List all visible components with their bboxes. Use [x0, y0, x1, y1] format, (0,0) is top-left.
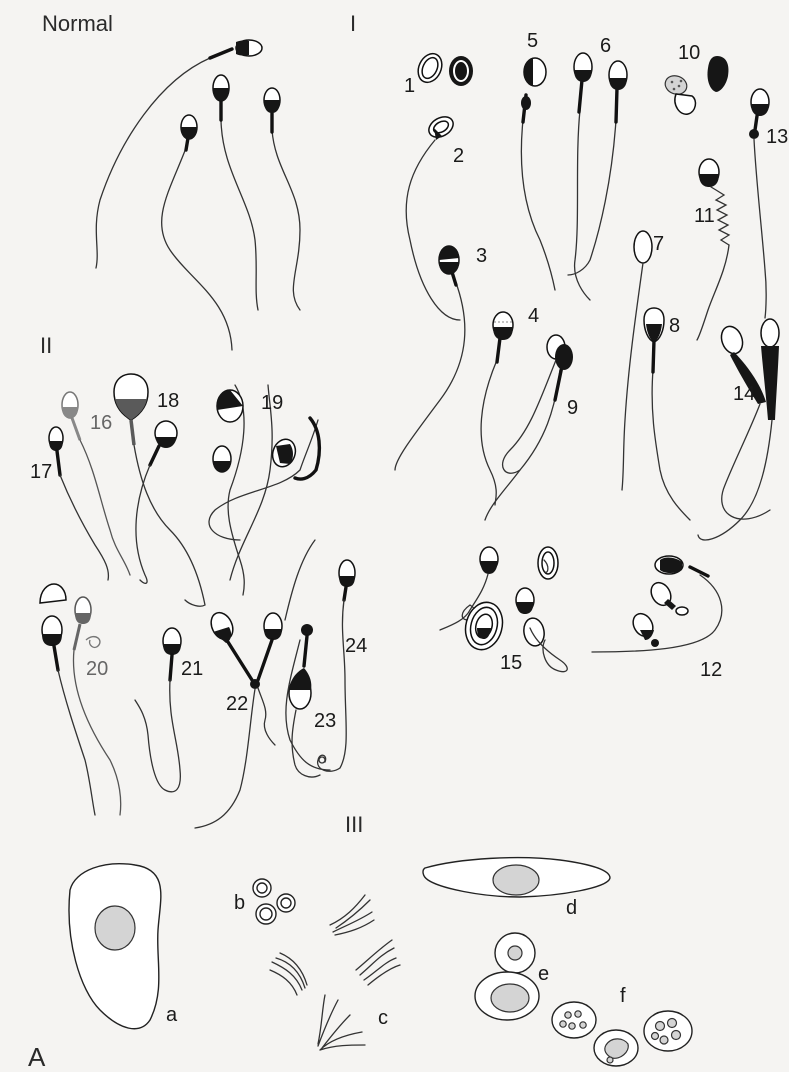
label-10: 10: [678, 42, 700, 64]
item-3: [395, 246, 465, 470]
label-e: e: [538, 963, 549, 985]
label-2: 2: [453, 145, 464, 167]
group-2-abnormalities: [40, 374, 355, 828]
label-f: f: [620, 985, 626, 1007]
item-1: [414, 50, 473, 86]
item-23: [289, 624, 320, 777]
label-8: 8: [669, 315, 680, 337]
label-22: 22: [226, 693, 248, 715]
item-b-cells: [253, 879, 295, 924]
label-3: 3: [476, 245, 487, 267]
section-normal-label: Normal: [42, 11, 113, 36]
item-4: [481, 312, 513, 505]
label-5: 5: [527, 30, 538, 52]
label-6: 6: [600, 35, 611, 57]
label-4: 4: [528, 305, 539, 327]
stray-tail: [285, 540, 315, 620]
label-13: 13: [766, 126, 788, 148]
item-e-cells: [475, 933, 539, 1020]
item-11: [697, 159, 729, 340]
section-2-label: II: [40, 333, 52, 358]
label-1: 1: [404, 75, 415, 97]
item-f-cells: [552, 1002, 692, 1066]
label-15: 15: [500, 652, 522, 674]
item-19: [209, 385, 319, 595]
item-2: [406, 113, 460, 320]
item-17: [49, 427, 108, 580]
item-20: [40, 584, 121, 815]
section-1-label: I: [350, 11, 356, 36]
label-12: 12: [700, 659, 722, 681]
label-17: 17: [30, 461, 52, 483]
section-3-label: III: [345, 812, 363, 837]
label-9: 9: [567, 397, 578, 419]
label-24: 24: [345, 635, 367, 657]
item-6: [568, 53, 627, 300]
item-10: [663, 56, 729, 114]
label-21: 21: [181, 658, 203, 680]
label-19: 19: [261, 392, 283, 414]
item-a-cell: [69, 864, 161, 1029]
item-7: [622, 231, 652, 490]
label-16: 16: [90, 412, 112, 434]
label-a: a: [166, 1004, 178, 1026]
label-23: 23: [314, 710, 336, 732]
item-d-cell: [423, 858, 610, 897]
item-24: [286, 560, 355, 771]
label-18: 18: [157, 390, 179, 412]
item-8: [644, 308, 690, 520]
label-20: 20: [86, 658, 108, 680]
item-22: [195, 609, 282, 828]
item-12: [592, 556, 722, 652]
label-11: 11: [694, 205, 715, 227]
panel-label: A: [28, 1042, 46, 1072]
label-d: d: [566, 897, 577, 919]
item-13: [749, 89, 769, 318]
label-7: 7: [653, 233, 664, 255]
normal-sperm-group: [96, 40, 300, 350]
group-1-abnormalities: [395, 50, 779, 672]
label-14: 14: [733, 383, 755, 405]
item-5: [521, 58, 555, 290]
group-3-cells: [69, 858, 692, 1066]
item-18-small: [136, 421, 177, 583]
item-14: [698, 319, 779, 540]
label-c: c: [378, 1007, 388, 1029]
item-21: [135, 628, 181, 792]
label-b: b: [234, 892, 245, 914]
